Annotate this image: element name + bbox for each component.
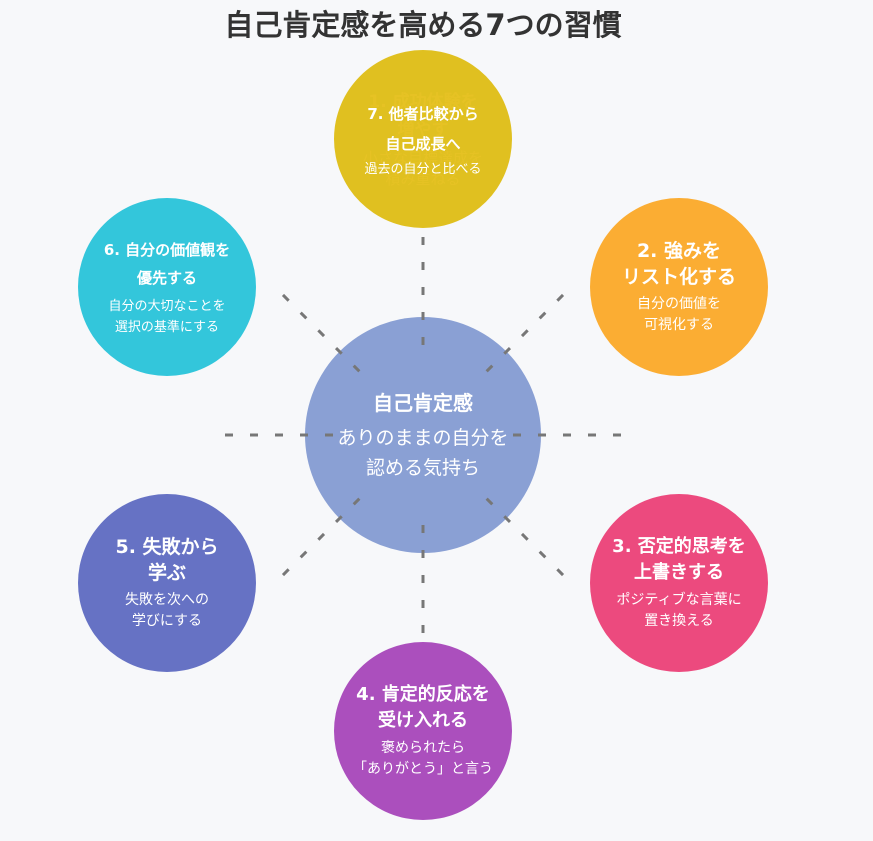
habit-desc: ポジティブな言葉に 置き換える: [616, 592, 742, 629]
habit-title: 2. 強みを リスト化する: [621, 240, 736, 288]
habit-title: 7. 他者比較から 自己成長へ: [367, 104, 479, 153]
habit-desc: 失敗を次への 学びにする: [125, 592, 209, 629]
habit-desc: 小さな目標達成を 積み重ねる: [362, 149, 483, 188]
center-title: 自己肯定感: [373, 391, 473, 415]
center-desc: ありのままの自分を 認める気持ち: [337, 427, 509, 479]
habit-desc: 過去の自分と比べる: [364, 161, 482, 177]
habit-desc: 自分の大切なことを 選択の基準にする: [108, 299, 226, 335]
habit-title: 3. 否定的思考を 上書きする: [612, 536, 746, 583]
habit-4: 4. 肯定的反応を 受け入れる 褒められたら 「ありがとう」と言う: [334, 642, 512, 820]
center-circle: 自己肯定感 ありのままの自分を 認める気持ち: [305, 317, 541, 553]
habit-7: 1. 成功体験を 増やす 小さな目標達成を 積み重ねる 7. 他者比較から 自己…: [334, 50, 512, 228]
habit-2: 2. 強みを リスト化する 自分の価値を 可視化する: [590, 198, 768, 376]
habit-title: 4. 肯定的反応を 受け入れる: [356, 684, 490, 731]
habit-title: 1. 成功体験を 増やす: [368, 92, 478, 140]
habit-desc: 自分の価値を 可視化する: [637, 296, 721, 333]
habit-title: 6. 自分の価値観を 優先する: [103, 241, 231, 287]
dashed-connector: [276, 288, 361, 373]
dashed-connector: [276, 497, 361, 582]
habit-3: 3. 否定的思考を 上書きする ポジティブな言葉に 置き換える: [590, 494, 768, 672]
habit-1-hidden: 1. 成功体験を 増やす 小さな目標達成を 積み重ねる: [334, 50, 512, 228]
page-title: 自己肯定感を高める7つの習慣: [224, 8, 622, 42]
habit-5: 5. 失敗から 学ぶ 失敗を次への 学びにする: [78, 494, 256, 672]
habit-desc: 褒められたら 「ありがとう」と言う: [353, 740, 493, 777]
dashed-connector: [485, 497, 570, 582]
habit-6: 6. 自分の価値観を 優先する 自分の大切なことを 選択の基準にする: [78, 198, 256, 376]
habit-title: 5. 失敗から 学ぶ: [115, 536, 219, 584]
dashed-connector: [485, 288, 570, 373]
